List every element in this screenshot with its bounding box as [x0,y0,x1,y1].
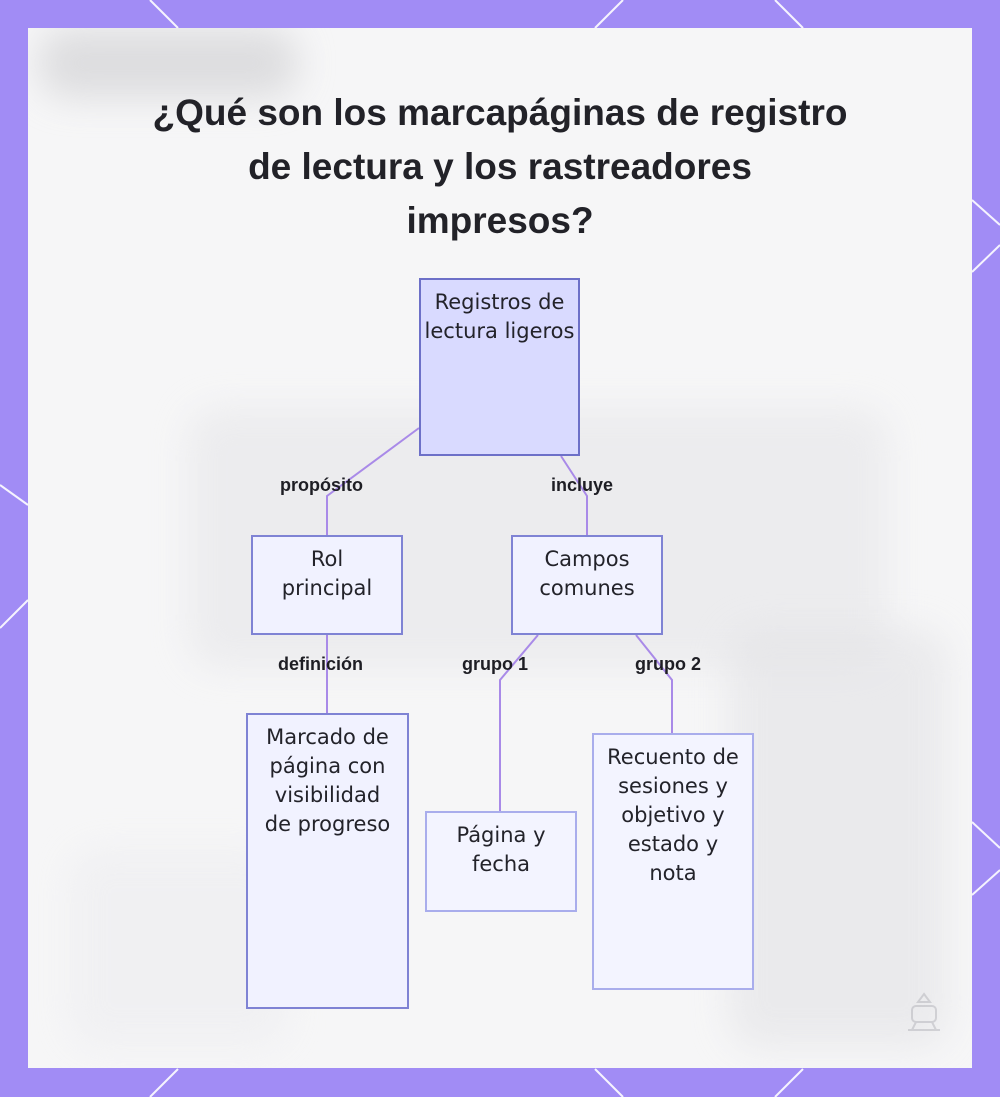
edge-label-grupo2: grupo 2 [635,654,701,674]
edge-label-proposito: propósito [280,475,363,495]
edge-label-incluye: incluye [551,475,614,495]
node-label: Marcado de página con visibilidad de pro… [264,725,391,836]
node-label: Recuento de sesiones y objetivo y estado… [607,745,739,885]
node-campos-comunes: Campos comunes [511,535,663,635]
edge-label-definicion: definición [278,654,363,674]
node-recuento-sesiones: Recuento de sesiones y objetivo y estado… [592,733,754,990]
edge-proposito [326,427,420,535]
node-label: Campos comunes [539,547,635,600]
brand-logo-icon [908,992,940,1031]
node-pagina-fecha: Página y fecha [425,811,577,912]
node-marcado-pagina: Marcado de página con visibilidad de pro… [246,713,409,1009]
edge-incluye [560,455,588,535]
edge-grupo1 [499,634,539,811]
edge-grupo2 [635,634,673,733]
node-rol-principal: Rol principal [251,535,403,635]
background-blur [728,628,948,1048]
edge-label-grupo1: grupo 1 [462,654,528,674]
node-label: Página y fecha [456,823,546,876]
node-label: Rol principal [281,547,373,600]
node-label: Registros de lectura ligeros [424,290,575,343]
diagram-title: ¿Qué son los marcapáginas de registro de… [152,92,848,241]
node-registros-lectura: Registros de lectura ligeros [419,278,580,456]
background-blur [38,28,298,98]
